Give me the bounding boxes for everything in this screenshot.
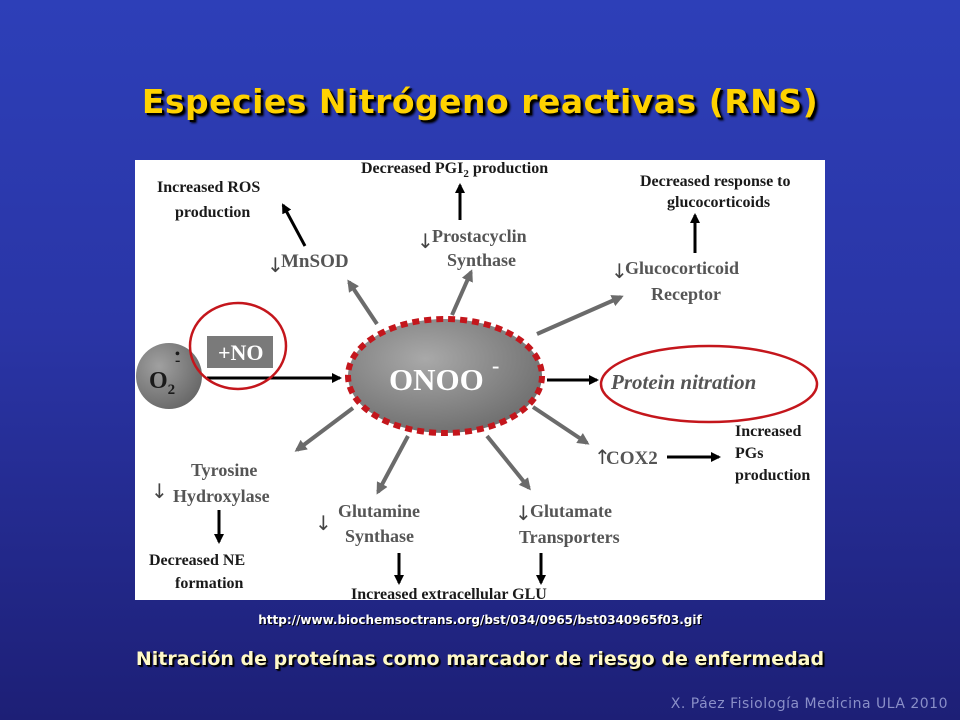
increased-pgs-line-2: PGs	[735, 445, 763, 462]
tyrosine-line-2: Hydroxylase	[173, 486, 270, 506]
increased-pgs-line-3: production	[735, 467, 810, 484]
glucocorticoid-line-1: Glucocorticoid	[625, 258, 739, 278]
author-credit: X. Páez Fisiología Medicina ULA 2010	[670, 696, 948, 712]
decreased-ne-line-1: Decreased NE	[149, 552, 245, 569]
decreased-response-line-2: glucocorticoids	[667, 194, 770, 211]
prostacyclin-down-arrow: ↓	[417, 229, 434, 253]
decreased-response-line-1: Decreased response to	[640, 173, 791, 190]
tyrosine-hydroxylase-node: ↓ Tyrosine Hydroxylase	[151, 460, 270, 506]
mnsod-down-arrow: ↓	[267, 253, 284, 277]
superoxide-node: O2 - •	[136, 343, 202, 409]
arrow-to-tyrosine	[294, 406, 355, 452]
arrow-to-glutamine	[376, 435, 410, 495]
slide-subtitle: Nitración de proteínas como marcador de …	[135, 648, 825, 670]
glucocorticoid-line-2: Receptor	[651, 284, 721, 304]
increased-glu-label: Increased extracellular GLU	[351, 586, 547, 600]
nitric-oxide-label: +NO	[218, 340, 264, 365]
increased-pgs-outcome: Increased PGs production	[735, 423, 810, 484]
decreased-pgi-outcome: Decreased PGI2 production	[361, 160, 548, 180]
arrow-to-prostacyclin	[450, 269, 473, 316]
glutamate-line-2: Transporters	[519, 527, 620, 547]
increased-ros-line-2: production	[175, 204, 250, 221]
decreased-ne-outcome: Decreased NE formation	[149, 552, 245, 592]
prostacyclin-line-2: Synthase	[447, 250, 516, 270]
decreased-pgi-suffix: production	[469, 160, 548, 177]
arrow-to-glucocorticoid	[536, 295, 624, 336]
increased-pgs-line-1: Increased	[735, 423, 801, 440]
prostacyclin-node: ↓ Prostacyclin Synthase	[417, 226, 527, 270]
protein-nitration-highlight-ring	[599, 344, 819, 424]
decreased-pgi-text: Decreased PGI	[361, 160, 463, 177]
superoxide-radical-dot: •	[175, 347, 180, 362]
increased-glu-outcome: Increased extracellular GLU	[351, 586, 547, 600]
rns-diagram: O2 - • +NO ONOO - Protein nitration ↓ Mn…	[136, 160, 819, 600]
protein-nitration-label: Protein nitration	[610, 370, 756, 394]
arrow-mnsod-to-ros	[281, 203, 307, 247]
glutamine-line-1: Glutamine	[338, 501, 420, 521]
prostacyclin-line-1: Prostacyclin	[432, 226, 527, 246]
glucocorticoid-down-arrow: ↓	[611, 259, 628, 283]
tyrosine-down-arrow: ↓	[151, 479, 168, 503]
mnsod-label: MnSOD	[281, 251, 349, 272]
source-url: http://www.biochemsoctrans.org/bst/034/0…	[258, 613, 702, 627]
superoxide-charge: -	[175, 352, 180, 369]
rns-diagram-figure: O2 - • +NO ONOO - Protein nitration ↓ Mn…	[135, 160, 825, 600]
arrow-to-mnsod	[347, 279, 379, 326]
arrow-to-cox2	[531, 405, 590, 445]
svg-text:O2: O2	[149, 368, 175, 398]
center-output-arrows	[294, 269, 624, 495]
increased-ros-outcome: Increased ROS production	[157, 179, 260, 221]
cox2-node: ↑ COX2	[594, 445, 658, 469]
peroxynitrite-label: ONOO	[389, 362, 484, 397]
glutamine-down-arrow: ↓	[315, 511, 332, 535]
svg-text:Decreased PGI2 production: Decreased PGI2 production	[361, 160, 548, 180]
glucocorticoid-node: ↓ Glucocorticoid Receptor	[611, 258, 739, 304]
decreased-ne-line-2: formation	[175, 575, 244, 592]
superoxide-label: O	[149, 368, 168, 394]
peroxynitrite-node: ONOO -	[345, 316, 545, 436]
decreased-response-outcome: Decreased response to glucocorticoids	[640, 173, 791, 211]
arrow-to-glutamate	[485, 434, 531, 491]
cox2-label: COX2	[606, 448, 658, 469]
protein-nitration-node: Protein nitration	[599, 344, 819, 424]
slide-title: Especies Nitrógeno reactivas (RNS)	[141, 82, 819, 121]
outcome-arrows	[207, 183, 721, 585]
glutamate-transporters-node: ↓ Glutamate Transporters	[515, 501, 620, 547]
nitric-oxide-node: +NO	[188, 301, 288, 391]
glutamine-line-2: Synthase	[345, 526, 414, 546]
glutamine-synthase-node: ↓ Glutamine Synthase	[315, 501, 420, 546]
decreased-pgi-subscript: 2	[463, 168, 469, 180]
superoxide-subscript: 2	[168, 382, 176, 398]
tyrosine-line-1: Tyrosine	[191, 460, 257, 480]
increased-ros-line-1: Increased ROS	[157, 179, 260, 196]
glutamate-line-1: Glutamate	[530, 501, 612, 521]
nitric-oxide-highlight-ring	[188, 301, 288, 391]
cox2-up-arrow: ↑	[594, 445, 611, 469]
peroxynitrite-charge: -	[492, 353, 499, 378]
glutamate-down-arrow: ↓	[515, 501, 532, 525]
mnsod-node: ↓ MnSOD	[267, 251, 349, 277]
